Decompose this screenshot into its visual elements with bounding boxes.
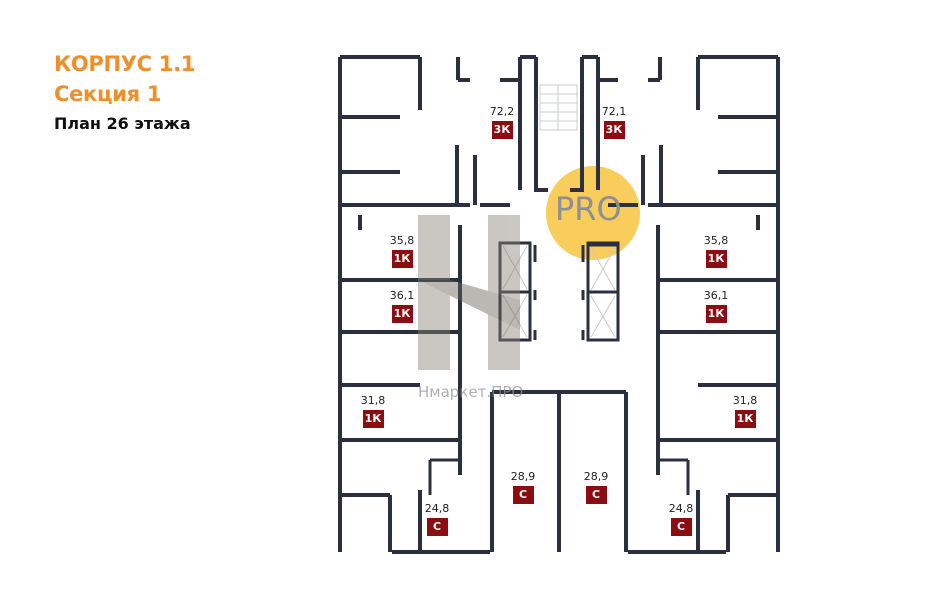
pro-watermark: PRO (555, 190, 622, 228)
floor-plan-title: План 26 этажа (54, 114, 191, 133)
apartment-type-badge: 3К (491, 121, 513, 139)
apartment-type-badge: 1К (391, 305, 413, 323)
apartment-area: 36,1 (703, 289, 729, 302)
apartment-type-badge: С (426, 518, 448, 536)
apartment-area: 28,9 (583, 470, 609, 483)
apartment-area: 72,2 (489, 105, 515, 118)
apartment-area: 31,8 (360, 394, 386, 407)
apartment-1k-36-right[interactable]: 36,1 1К (696, 289, 736, 323)
apartment-type-badge: 1К (391, 250, 413, 268)
apartment-1k-31-left[interactable]: 31,8 1К (353, 394, 393, 428)
site-watermark: Нмаркет.ПРО (418, 383, 524, 401)
apartment-type-badge: 1К (705, 250, 727, 268)
pro-circle (546, 166, 640, 260)
walls-left (338, 55, 561, 554)
apartment-type-badge: С (512, 486, 534, 504)
apartment-area: 28,9 (510, 470, 536, 483)
logo-watermark (418, 215, 520, 370)
apartment-1k-35-right[interactable]: 35,8 1К (696, 234, 736, 268)
section-title: Секция 1 (54, 82, 162, 106)
stairs (539, 84, 578, 131)
apartment-area: 24,8 (424, 502, 450, 515)
apartment-type-badge: 3К (603, 121, 625, 139)
apartment-area: 35,8 (389, 234, 415, 247)
apartment-type-badge: С (670, 518, 692, 536)
apartment-3k-right[interactable]: 72,1 3К (594, 105, 634, 139)
apartment-1k-36-left[interactable]: 36,1 1К (382, 289, 422, 323)
apartment-area: 24,8 (668, 502, 694, 515)
apartment-1k-35-left[interactable]: 35,8 1К (382, 234, 422, 268)
apartment-3k-left[interactable]: 72,2 3К (482, 105, 522, 139)
apartment-type-badge: 1К (734, 410, 756, 428)
apartment-type-badge: 1К (362, 410, 384, 428)
apartment-area: 35,8 (703, 234, 729, 247)
elevators (502, 243, 620, 342)
apartment-type-badge: 1К (705, 305, 727, 323)
building-title: КОРПУС 1.1 (54, 52, 196, 76)
apartment-type-badge: С (585, 486, 607, 504)
apartment-area: 72,1 (601, 105, 627, 118)
apartment-1k-31-right[interactable]: 31,8 1К (725, 394, 765, 428)
apartment-area: 36,1 (389, 289, 415, 302)
apartment-area: 31,8 (732, 394, 758, 407)
